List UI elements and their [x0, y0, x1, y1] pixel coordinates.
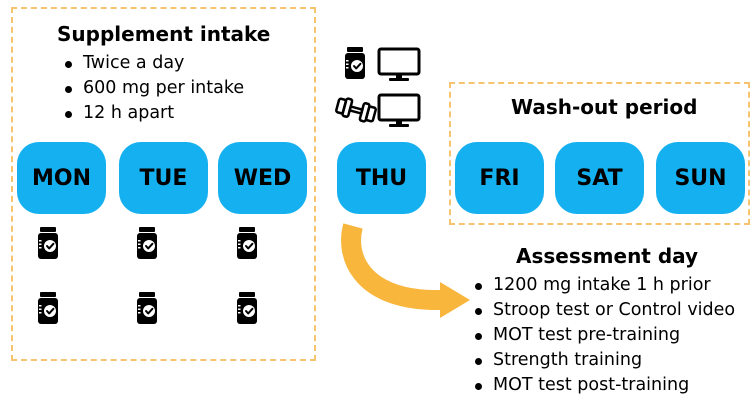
day-monday: MON: [17, 142, 106, 214]
list-item: 12 h apart: [57, 101, 244, 126]
assessment-day-title: Assessment day: [516, 244, 699, 268]
list-item: MOT test pre-training: [467, 323, 735, 348]
list-item: 600 mg per intake: [57, 76, 244, 101]
list-item: Strength training: [467, 348, 735, 373]
day-friday: FRI: [455, 142, 544, 214]
list-item: MOT test post-training: [467, 373, 735, 398]
list-item: Twice a day: [57, 51, 244, 76]
day-sunday: SUN: [656, 142, 745, 214]
day-saturday: SAT: [555, 142, 644, 214]
supplement-intake-title: Supplement intake: [57, 22, 271, 46]
assessment-day-list: 1200 mg intake 1 h prior Stroop test or …: [467, 273, 735, 398]
day-wednesday: WED: [218, 142, 307, 214]
supplement-intake-list: Twice a day 600 mg per intake 12 h apart: [57, 51, 244, 126]
day-tuesday: TUE: [119, 142, 208, 214]
washout-title: Wash-out period: [511, 95, 698, 119]
day-thursday: THU: [337, 142, 426, 214]
list-item: Stroop test or Control video: [467, 298, 735, 323]
list-item: 1200 mg intake 1 h prior: [467, 273, 735, 298]
washout-frame: [449, 82, 750, 225]
supplement-intake-frame: [11, 7, 316, 361]
